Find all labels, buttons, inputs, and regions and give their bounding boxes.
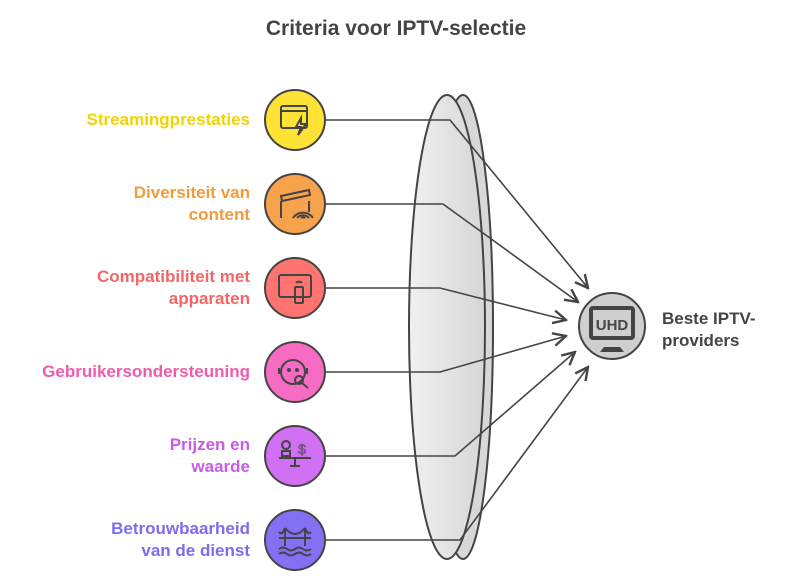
- criterion-node: [264, 173, 326, 235]
- criterion-node: [264, 257, 326, 319]
- criterion-label: Prijzen en waarde: [169, 435, 250, 476]
- target-node: UHD: [578, 292, 646, 360]
- criterion-label: Diversiteit van content: [133, 183, 250, 224]
- criterion-node: [264, 341, 326, 403]
- support-headset-icon: [278, 359, 309, 389]
- connector-arrow: [326, 336, 566, 373]
- connector-arrow: [326, 352, 575, 457]
- browser-lightning-icon: [280, 105, 308, 136]
- tv-remote-icon: [278, 274, 312, 304]
- connector-arrow: [326, 203, 578, 302]
- criterion-node: $: [264, 425, 326, 487]
- lens-front: [408, 94, 486, 560]
- connector-arrow: [326, 367, 588, 541]
- uhd-tv-icon: [589, 306, 635, 340]
- target-label: Beste IPTV-providers: [662, 309, 756, 350]
- criterion-label: Betrouwbaarheid van de dienst: [111, 519, 250, 560]
- criterion-label: Gebruikersondersteuning: [42, 362, 250, 381]
- criterion-node: [264, 89, 326, 151]
- svg-text:$: $: [298, 441, 306, 457]
- clapperboard-icon: [279, 188, 314, 219]
- price-scale-icon: $: [279, 440, 311, 467]
- connector-arrow: [326, 287, 566, 320]
- criterion-label: Compatibiliteit met apparaten: [96, 267, 250, 308]
- connector-arrow: [326, 119, 588, 288]
- uhd-label: UHD: [596, 317, 629, 334]
- diagram-title: Criteria voor IPTV-selectie: [265, 17, 527, 40]
- bridge-icon: [278, 527, 312, 557]
- criterion-label: Streamingprestaties: [86, 110, 250, 129]
- criterion-node: [264, 509, 326, 571]
